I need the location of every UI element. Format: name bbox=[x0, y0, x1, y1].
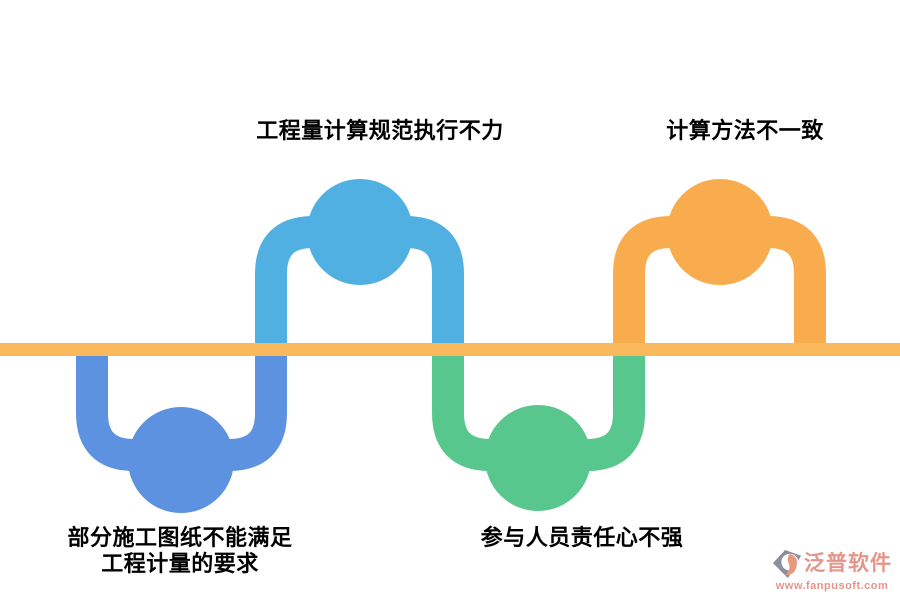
logo-brand-text: 泛普软件 bbox=[804, 552, 892, 575]
wave-loop-orange bbox=[613, 179, 826, 356]
label-sky-top-left: 工程量计算规范执行不力 bbox=[256, 118, 504, 143]
label-blue-line1: 部分施工图纸不能满足 bbox=[67, 525, 293, 550]
logo-url-text: www.fanpusoft.com bbox=[775, 580, 889, 592]
node-circle-blue bbox=[128, 407, 234, 513]
wave-loop-sky bbox=[255, 179, 464, 356]
fanpu-logo-icon bbox=[772, 549, 802, 579]
label-blue-bottom-left: 部分施工图纸不能满足 工程计量的要求 bbox=[67, 525, 292, 577]
node-circle-green bbox=[485, 405, 591, 511]
wave-loop-blue bbox=[76, 344, 287, 513]
vendor-logo: 泛普软件 www.fanpusoft.com bbox=[772, 549, 892, 592]
node-circle-orange bbox=[667, 179, 773, 285]
label-green-bottom-center: 参与人员责任心不强 bbox=[480, 525, 684, 550]
label-blue-line2: 工程计量的要求 bbox=[101, 551, 259, 576]
node-circle-sky bbox=[307, 179, 413, 285]
baseline bbox=[0, 343, 900, 356]
label-orange-top-right: 计算方法不一致 bbox=[666, 118, 824, 143]
wave-loop-green bbox=[432, 344, 645, 511]
logo-row: 泛普软件 bbox=[772, 549, 892, 579]
